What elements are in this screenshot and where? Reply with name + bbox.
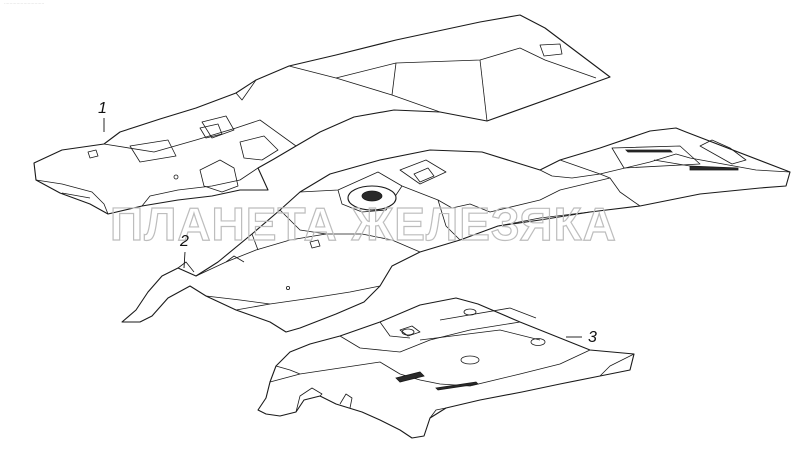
callout-1: 1: [98, 100, 107, 132]
watermark-text: ПЛАНЕТА ЖЕЛЕЗЯКА: [110, 198, 617, 250]
callout-2-leader: [183, 251, 186, 269]
callout-3: 3: [566, 329, 597, 346]
callout-2-label: 2: [179, 233, 189, 250]
part-2-floor-covering: [121, 127, 791, 333]
callout-2: 2: [179, 233, 189, 269]
callout-1-label: 1: [98, 100, 107, 117]
top-note: .............................: [4, 0, 44, 6]
part-1-floor-mat: [33, 14, 611, 215]
callout-3-label: 3: [588, 329, 597, 346]
part-3-tunnel-cover: [257, 297, 635, 439]
